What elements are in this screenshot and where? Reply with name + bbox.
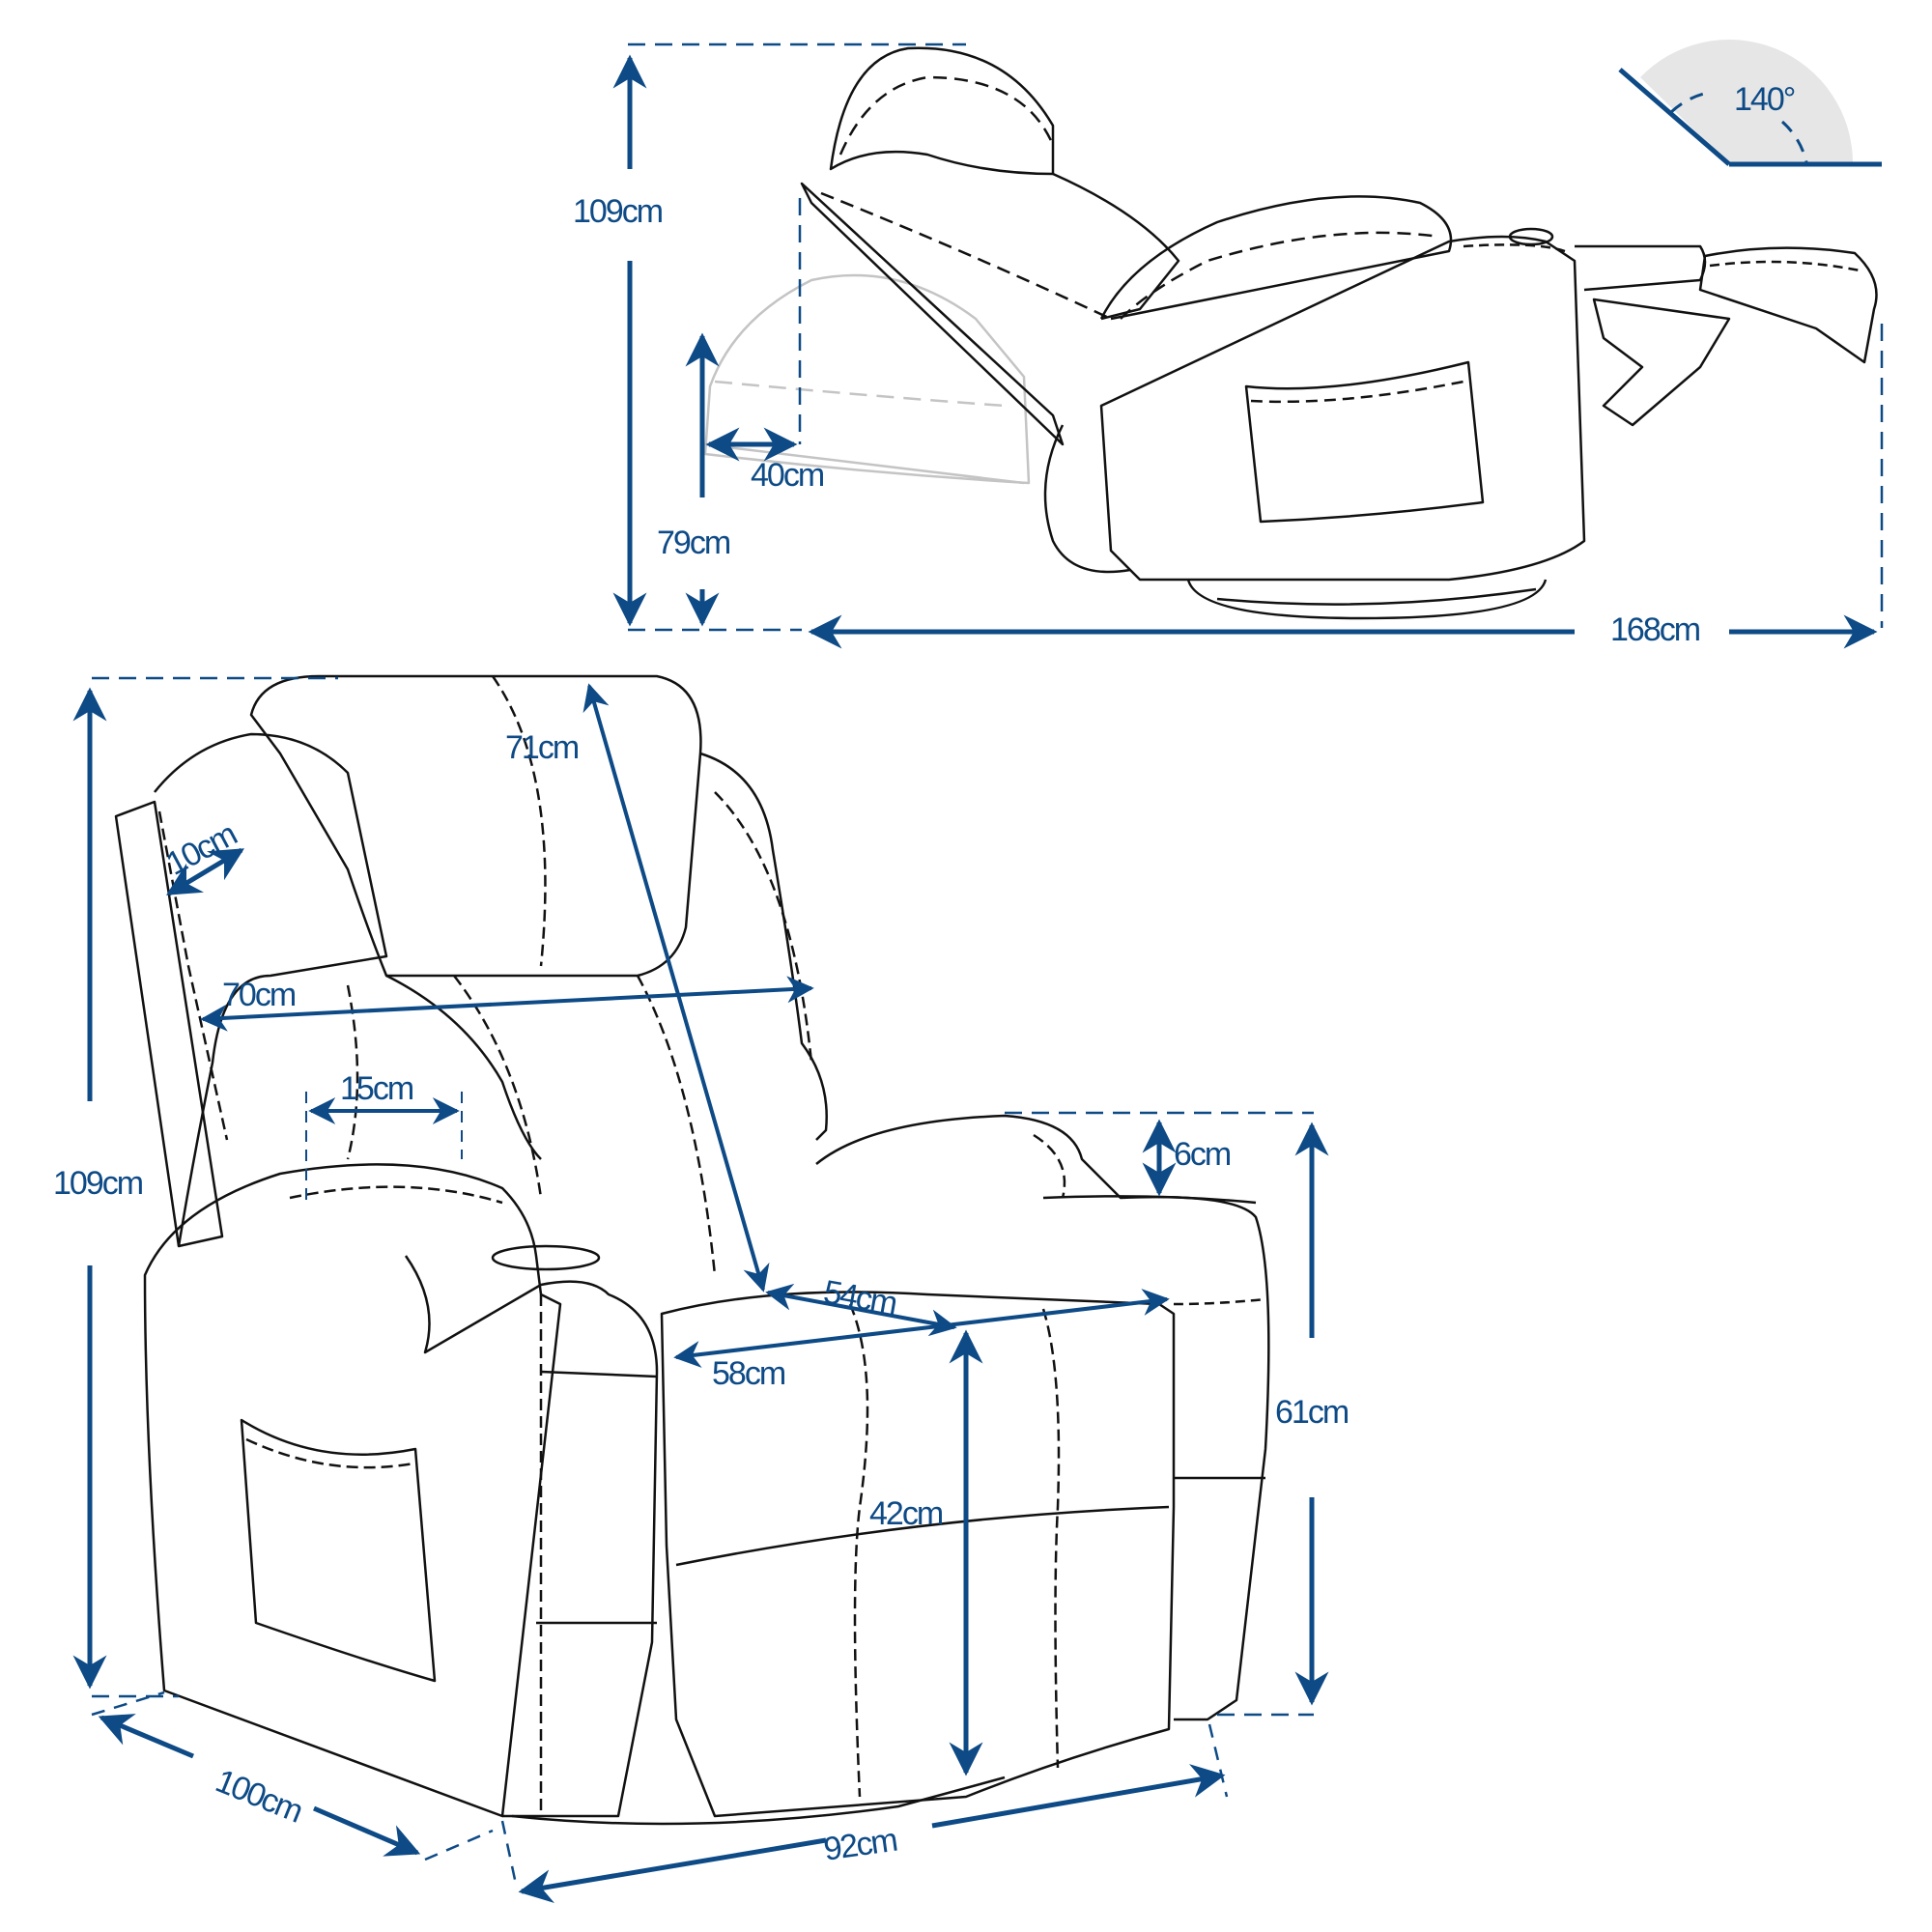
backrest-clearance-height-label: 79cm (657, 525, 731, 561)
armrest-height-label: 61cm (1275, 1394, 1350, 1431)
armrest-height-offset-label: 6cm (1174, 1136, 1232, 1173)
ghost-backrest-outline (702, 273, 1031, 485)
recline-angle-indicator (1618, 39, 1882, 167)
front-view-chair (114, 674, 1270, 1826)
seat-width-label: 58cm (712, 1355, 786, 1392)
front-view-dimension-lines (72, 676, 1329, 1904)
reclined-length-label: 168cm (1610, 611, 1701, 648)
front-total-height-label: 109cm (53, 1165, 144, 1202)
backrest-height-label: 71cm (505, 729, 580, 766)
recline-angle-label: 140° (1734, 81, 1796, 118)
side-view-dimension-lines (612, 43, 1884, 649)
wall-clearance-label: 40cm (751, 457, 825, 494)
side-total-height-label: 109cm (573, 193, 664, 230)
seat-height-label: 42cm (869, 1495, 944, 1532)
armrest-width-label: 15cm (340, 1070, 414, 1107)
backrest-width-label: 70cm (222, 977, 297, 1013)
side-view-chair (702, 46, 1878, 620)
